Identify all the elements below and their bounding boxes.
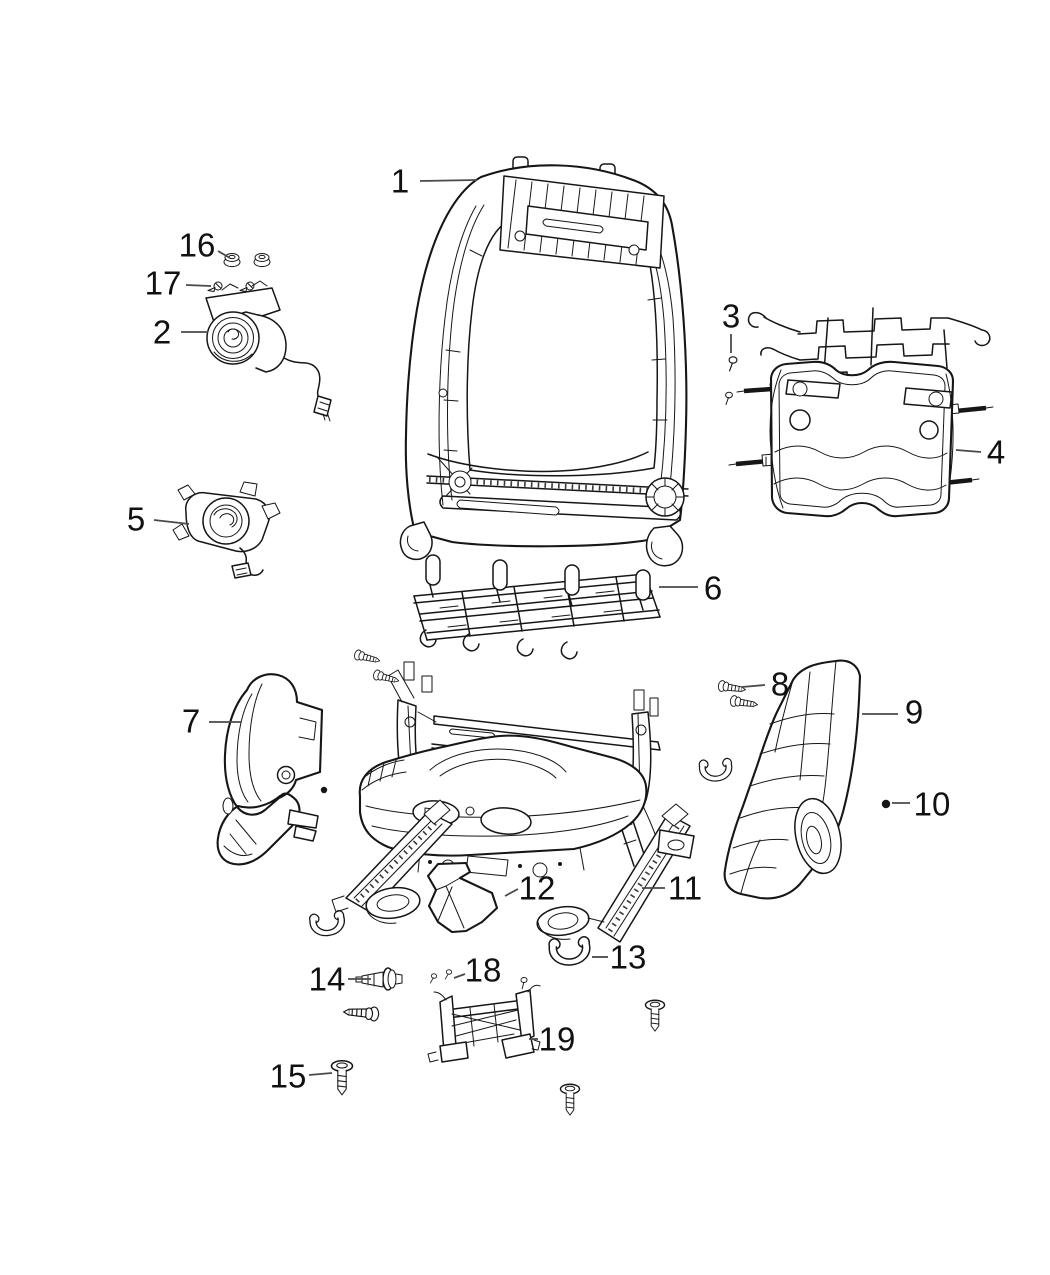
callout-18-leader: [453, 973, 466, 979]
callout-9: 9: [862, 694, 923, 731]
callout-8-label: 8: [771, 666, 789, 703]
frame-hooks: [419, 629, 578, 660]
part-12-adjuster-cover: [426, 861, 499, 934]
part-17-retainer-clips: [207, 281, 255, 292]
callout-6: 6: [659, 570, 722, 607]
callout-15-label: 15: [270, 1058, 307, 1095]
callout-3-label: 3: [722, 298, 740, 335]
callout-11: 11: [642, 870, 702, 907]
callout-9-label: 9: [905, 694, 923, 731]
callout-19: 19: [529, 1021, 575, 1058]
callout-10-label: 10: [914, 786, 951, 823]
callout-13-label: 13: [610, 939, 647, 976]
callout-8-leader: [741, 684, 766, 688]
callout-17-label: 17: [145, 265, 182, 302]
callout-13: 13: [592, 939, 646, 976]
callout-15: 15: [270, 1058, 333, 1095]
frame-posts: [425, 554, 651, 611]
callout-16-label: 16: [179, 227, 216, 264]
part-9-outer-shield: [723, 659, 862, 900]
callout-14: 14: [309, 961, 371, 998]
callout-18-label: 18: [465, 952, 502, 989]
callout-16: 16: [179, 227, 231, 264]
hook-clip-left: [308, 909, 347, 939]
callout-11-label: 11: [668, 870, 702, 907]
part-6-suspension-frame: [413, 554, 661, 660]
callout-8: 8: [741, 666, 789, 703]
part-7-inner-shield: [216, 673, 324, 866]
callout-7-label: 7: [182, 703, 200, 740]
callout-5-label: 5: [127, 501, 145, 538]
callout-18: 18: [453, 952, 502, 989]
callout-10: 10: [892, 786, 950, 823]
part-18-screws: [429, 968, 453, 985]
callout-3: 3: [722, 298, 740, 353]
callout-1: 1: [391, 163, 478, 200]
part-19-support-bracket: [427, 984, 541, 1063]
callout-6-label: 6: [704, 570, 722, 607]
callout-17-leader: [185, 284, 212, 287]
misc-fasteners: [320, 648, 666, 1116]
callout-19-label: 19: [539, 1021, 576, 1058]
small-screw-extra: [520, 976, 529, 990]
callout-12: 12: [504, 870, 556, 907]
callout-5: 5: [127, 501, 190, 538]
part-1-seat-back-frame: [399, 156, 689, 567]
callout-12-label: 12: [519, 870, 556, 907]
callout-2-label: 2: [153, 314, 171, 351]
callout-4-label: 4: [987, 434, 1005, 471]
callout-7: 7: [182, 703, 241, 740]
callout-16-leader: [217, 250, 231, 259]
callout-15-leader: [308, 1072, 333, 1076]
riser-foot-right: [536, 905, 590, 937]
callout-1-leader: [419, 179, 478, 182]
screw-dot-left: [320, 786, 328, 794]
hook-clip-middle: [698, 757, 734, 783]
callout-17: 17: [145, 265, 212, 302]
part-5-clockspring: [172, 481, 281, 579]
part-10-screw-dot: [881, 799, 891, 809]
callout-14-label: 14: [309, 961, 346, 998]
part-8-screws: [717, 679, 759, 711]
part-4-seat-back-panel: [728, 307, 994, 518]
part-3-screws: [725, 356, 738, 405]
part-2-speaker: [205, 280, 332, 422]
callout-2: 2: [153, 314, 208, 351]
part-16-nuts: [223, 253, 271, 268]
callout-5-leader: [153, 519, 190, 525]
callout-12-leader: [504, 888, 519, 897]
part-11-seat-adjuster: [331, 661, 695, 943]
callout-4-leader: [955, 449, 982, 453]
part-15-screw: [330, 1059, 354, 1096]
part-13-hook-clip: [547, 935, 592, 968]
callout-4: 4: [955, 434, 1005, 471]
callout-1-label: 1: [391, 163, 409, 200]
